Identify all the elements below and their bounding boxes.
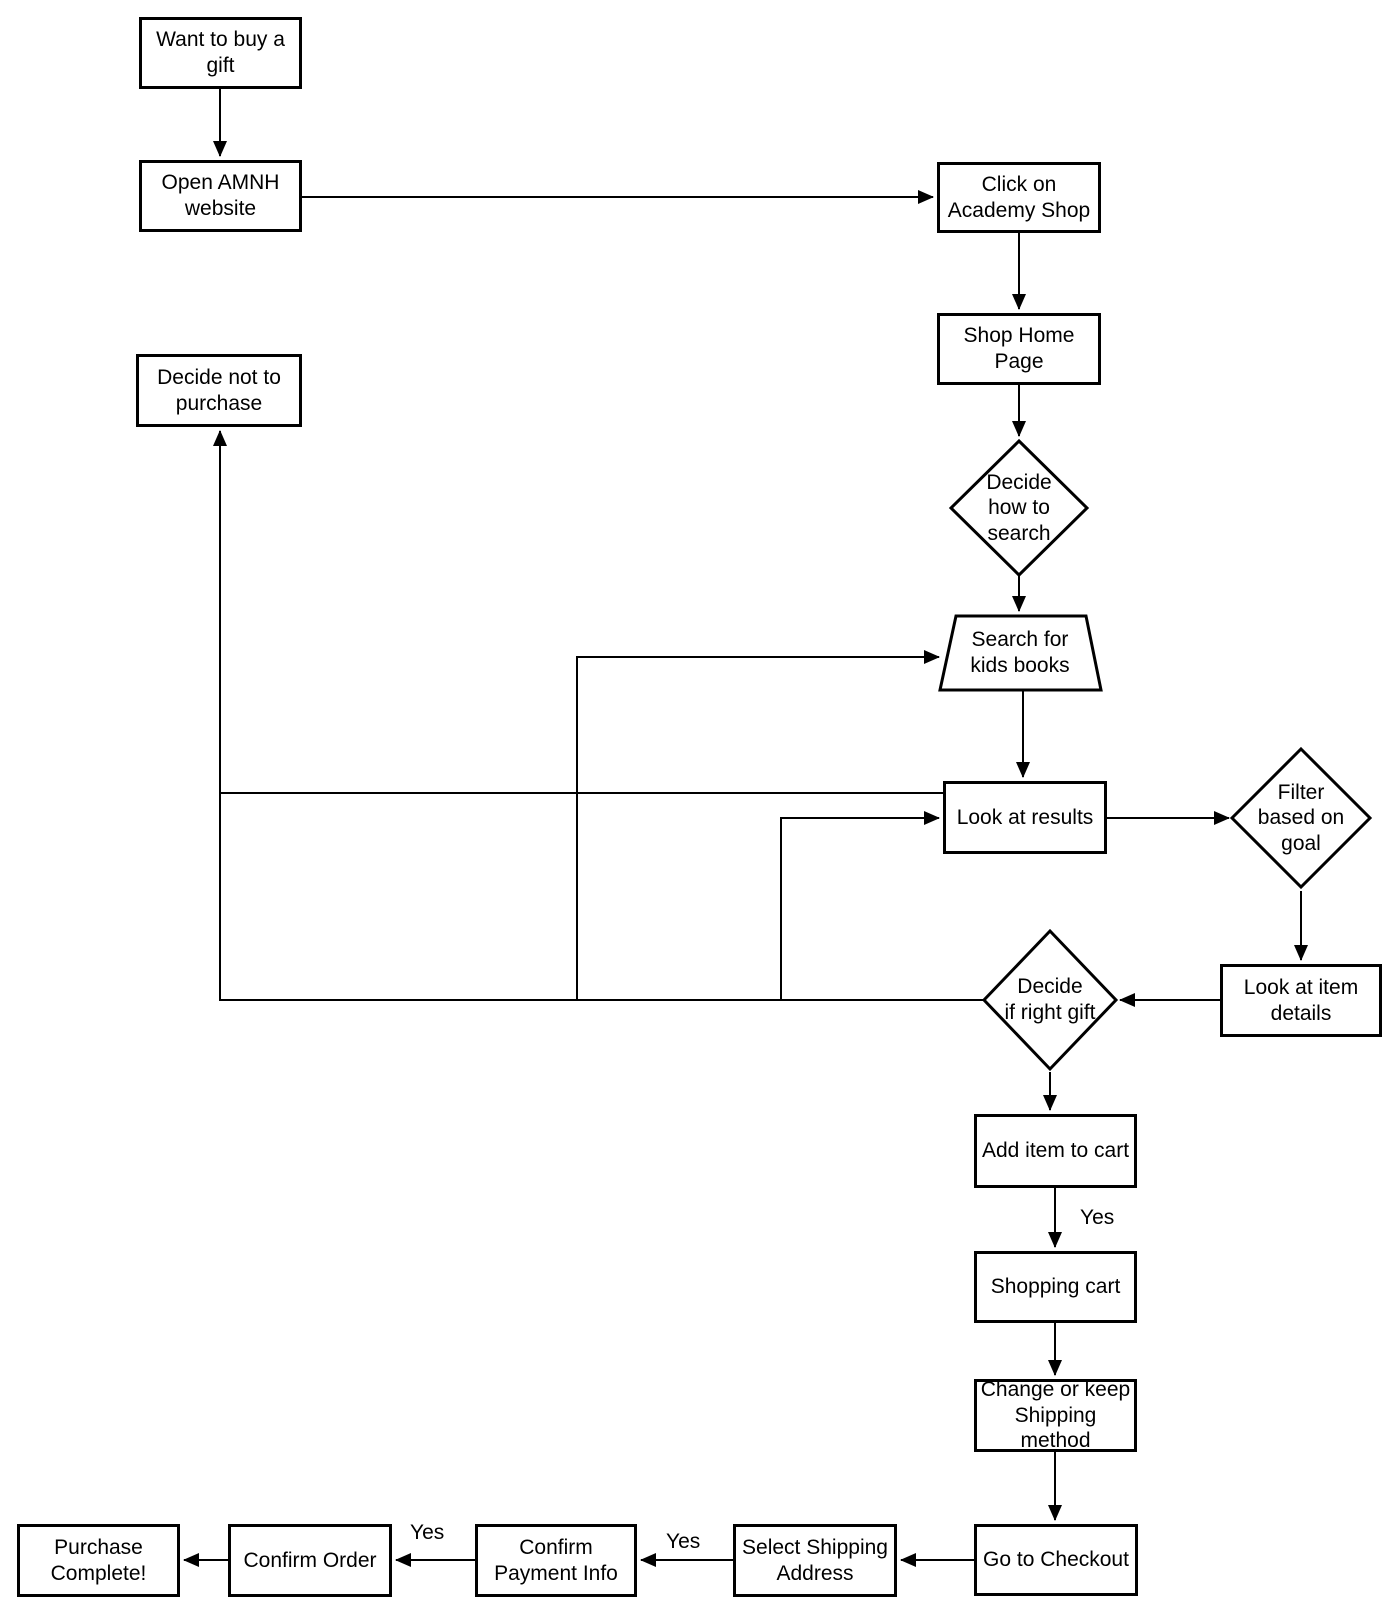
node-decide-if-right-gift: Decide if right gift <box>981 928 1119 1072</box>
node-select-shipping-address-label: Select Shipping Address <box>742 1535 888 1585</box>
node-confirm-order-label: Confirm Order <box>243 1548 377 1572</box>
node-want-to-buy-gift-label: Want to buy a gift <box>156 28 285 77</box>
node-go-to-checkout-label: Go to Checkout <box>983 1548 1129 1572</box>
node-purchase-complete: Purchase Complete! <box>17 1524 180 1597</box>
node-select-shipping-address: Select Shipping Address <box>733 1524 897 1597</box>
node-change-or-keep-shipping-method-label: Change or keep Shipping method <box>980 1378 1131 1453</box>
node-add-item-to-cart-label: Add item to cart <box>981 1139 1130 1163</box>
diamond-shape <box>981 928 1119 1072</box>
node-shop-home-page: Shop Home Page <box>937 313 1101 385</box>
diamond-shape <box>948 438 1090 578</box>
node-confirm-payment-info-label: Confirm Payment Info <box>494 1535 618 1585</box>
node-purchase-complete-label: Purchase Complete! <box>50 1535 147 1585</box>
node-change-or-keep-shipping-method: Change or keep Shipping method <box>974 1378 1137 1452</box>
node-confirm-order: Confirm Order <box>228 1524 392 1597</box>
node-look-at-item-details: Look at item details <box>1220 964 1382 1037</box>
node-search-for-kids-books-label: Search for kids books <box>970 628 1070 677</box>
node-confirm-payment-info: Confirm Payment Info <box>475 1524 637 1597</box>
node-decide-how-to-search: Decide how to search <box>948 438 1090 578</box>
edge-label-yes-payment: Yes <box>410 1521 445 1544</box>
edge-decide-right-to-search-kids <box>576 650 940 1000</box>
node-search-for-kids-books: Search for kids books <box>935 613 1105 693</box>
node-decide-if-right-gift-label: Decide if right gift <box>1004 975 1096 1024</box>
node-look-at-results-label: Look at results <box>956 805 1094 829</box>
node-decide-not-to-purchase-label: Decide not to purchase <box>157 365 281 415</box>
node-click-academy-shop: Click on Academy Shop <box>937 162 1101 233</box>
edge-decide-right-to-decide-not-purchase <box>213 430 983 1001</box>
node-filter-based-on-goal-label: Filter based on goal <box>1257 780 1345 855</box>
node-want-to-buy-gift: Want to buy a gift <box>139 17 302 89</box>
node-shopping-cart-label: Shopping cart <box>990 1275 1121 1299</box>
node-click-academy-shop-label: Click on Academy Shop <box>947 172 1091 222</box>
diamond-shape <box>1229 746 1373 890</box>
node-open-amnh-website-label: Open AMNH website <box>161 171 280 220</box>
edge-decide-right-to-look-results <box>780 811 940 1000</box>
edge-label-yes-add-cart: Yes <box>1080 1206 1115 1229</box>
node-go-to-checkout: Go to Checkout <box>974 1524 1138 1596</box>
node-shopping-cart: Shopping cart <box>974 1251 1137 1323</box>
edge-label-yes-shipping-address: Yes <box>666 1530 701 1553</box>
node-open-amnh-website: Open AMNH website <box>139 160 302 232</box>
node-filter-based-on-goal: Filter based on goal <box>1229 746 1373 890</box>
node-decide-not-to-purchase: Decide not to purchase <box>136 354 302 427</box>
trapezoid-shape <box>938 614 1103 692</box>
node-look-at-item-details-label: Look at item details <box>1243 975 1359 1025</box>
node-shop-home-page-label: Shop Home Page <box>963 324 1075 373</box>
node-look-at-results: Look at results <box>943 781 1107 854</box>
node-add-item-to-cart: Add item to cart <box>974 1114 1137 1188</box>
node-decide-how-to-search-label: Decide how to search <box>986 470 1052 545</box>
